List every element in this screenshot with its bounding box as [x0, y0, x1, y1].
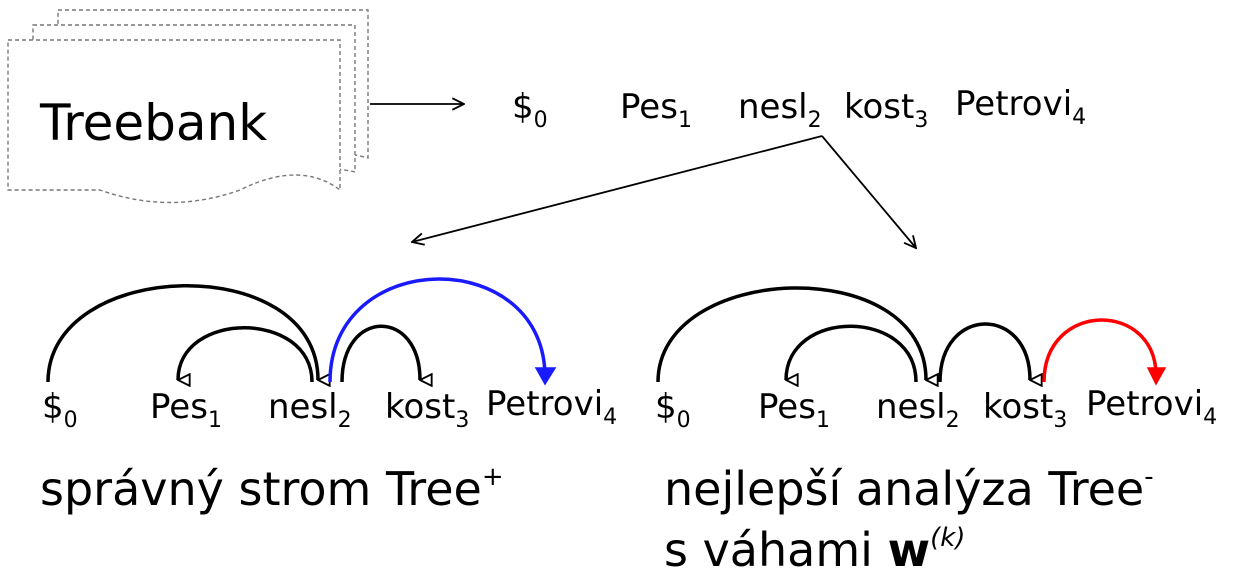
left-token-2: nesl2 [268, 387, 352, 433]
right-token-1: Pes1 [758, 387, 830, 433]
top-sentence: $0 Pes1 nesl2 kost3 Petrovi4 [512, 84, 1086, 133]
left-tree-words: $0 Pes1 nesl2 kost3 Petrovi4 [42, 384, 617, 433]
right-token-2: nesl2 [876, 387, 960, 433]
left-arc-nesl-pes [176, 326, 314, 382]
left-caption: správný strom Tree+ [40, 462, 504, 516]
right-token-4: Petrovi4 [1086, 384, 1217, 430]
right-arc-nesl-pes [784, 324, 918, 382]
left-token-3: kost3 [385, 387, 469, 433]
token-1: Pes1 [620, 87, 692, 133]
right-arc-root-nesl [656, 286, 926, 382]
right-tree-arcs [656, 286, 1167, 386]
left-token-4: Petrovi4 [486, 384, 617, 430]
token-3: kost3 [844, 87, 928, 133]
right-arc-nesl-kost [938, 322, 1030, 382]
treebank-page-front [7, 39, 341, 204]
left-token-0: $0 [42, 387, 78, 433]
right-tree-words: $0 Pes1 nesl2 kost3 Petrovi4 [655, 384, 1217, 433]
arrow-to-right-tree [821, 135, 916, 248]
right-arc-kost-petrovi-head [1146, 367, 1167, 386]
treebank-label: Treebank [39, 94, 267, 152]
token-2: nesl2 [738, 87, 822, 133]
left-arc-nesl-petrovi [328, 277, 547, 383]
right-caption-line1: nejlepší analýza Tree- [664, 462, 1154, 516]
right-token-0: $0 [655, 387, 691, 433]
treebank-icon: Treebank [7, 9, 369, 204]
right-token-3: kost3 [983, 387, 1067, 433]
token-4: Petrovi4 [955, 84, 1086, 130]
left-arc-nesl-kost [340, 324, 420, 382]
arrow-to-left-tree [412, 135, 823, 242]
left-tree-arcs [46, 277, 557, 386]
left-token-1: Pes1 [150, 387, 222, 433]
right-arc-kost-petrovi [1042, 318, 1158, 383]
token-0: $0 [512, 87, 548, 133]
left-arc-nesl-petrovi-head [534, 367, 557, 386]
right-caption-line2: s váhami w(k) [664, 523, 965, 577]
left-arc-root-nesl [46, 284, 318, 382]
